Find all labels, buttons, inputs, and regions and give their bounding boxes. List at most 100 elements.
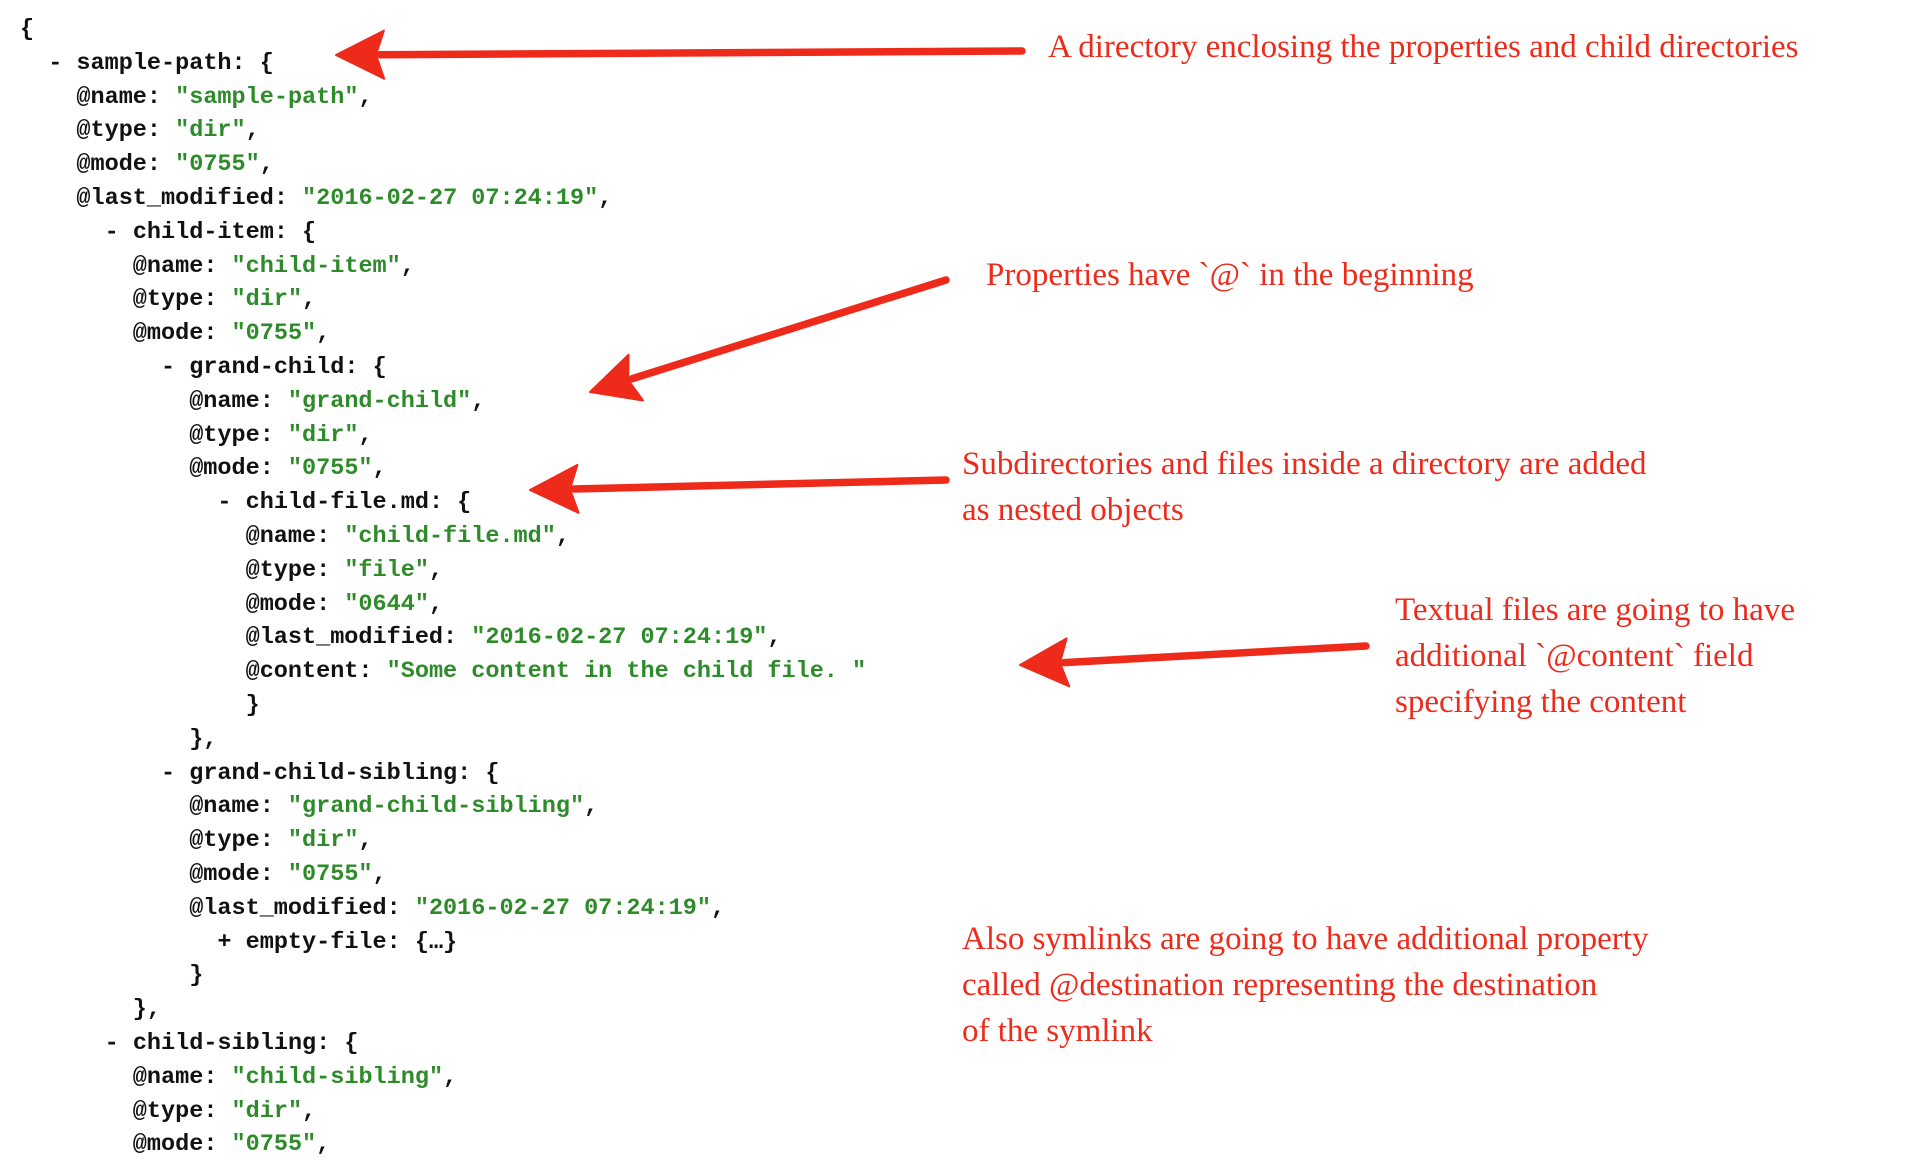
code-line: @last_modified: "2016-02-27 07:24:19", (246, 621, 782, 655)
arrow-to-sample-path (335, 29, 1026, 80)
code-key: empty-file (245, 928, 387, 956)
code-line: - child-item: { (105, 216, 317, 250)
annotation-line: as nested objects (962, 492, 1184, 528)
code-punct: : (146, 151, 176, 179)
code-punct: : { (428, 489, 472, 517)
annotation-line: called @destination representing the des… (962, 967, 1598, 1003)
code-tail: , (358, 827, 373, 855)
code-key: child-sibling (132, 1030, 317, 1057)
code-punct: : (259, 455, 288, 483)
code-line: { (20, 13, 34, 47)
code-line: - child-sibling: { (105, 1027, 359, 1061)
code-line: @name: "child-file.md", (246, 520, 570, 554)
code-line: - child-file.md: { (217, 486, 471, 520)
code-punct: : (203, 320, 232, 348)
code-line: @type: "dir", (189, 419, 372, 453)
code-key: { (20, 16, 35, 43)
code-tail: , (302, 286, 317, 314)
code-string-value: "grand-child" (287, 387, 472, 415)
code-key: @name (132, 1063, 204, 1091)
code-punct: : (259, 387, 288, 415)
code-line: @type: "dir", (133, 283, 316, 317)
code-tail: , (471, 387, 486, 415)
code-string-value: "2016-02-27 07:24:19" (414, 894, 711, 922)
code-key: @type (132, 286, 204, 314)
code-punct: : (146, 117, 176, 145)
code-key: @mode (132, 320, 204, 348)
code-punct: : { (344, 354, 387, 381)
code-line: @last_modified: "2016-02-27 07:24:19", (189, 892, 725, 926)
code-key: }, (132, 996, 162, 1024)
annotation-nested-objects: Subdirectories and files inside a direct… (962, 441, 1647, 533)
code-key: @mode (189, 861, 260, 888)
code-tail: , (428, 590, 444, 618)
code-punct: : (146, 83, 176, 111)
code-tail: , (245, 117, 260, 145)
code-string-value: "0755" (175, 151, 260, 179)
code-tail: , (316, 320, 331, 348)
code-punct: : (259, 861, 288, 888)
code-key: @name (76, 83, 147, 111)
code-punct: : {…} (386, 928, 458, 956)
code-punct: : { (273, 218, 317, 246)
code-string-value: "0755" (287, 861, 373, 888)
code-punct: : (203, 286, 232, 314)
code-key: @mode (245, 590, 317, 618)
code-string-value: "grand-child-sibling" (287, 793, 585, 821)
code-punct: : (259, 793, 288, 821)
code-prefix: + (217, 928, 246, 956)
code-key: @mode (76, 151, 147, 179)
code-line: @name: "child-item", (133, 250, 415, 284)
code-string-value: "child-sibling" (231, 1063, 444, 1091)
code-tail: , (400, 252, 415, 280)
code-punct: : (358, 658, 387, 686)
code-tail: , (555, 523, 570, 550)
code-key: @type (132, 1097, 204, 1125)
code-string-value: "child-file.md" (344, 523, 556, 550)
code-key: @last_modified (245, 624, 444, 652)
annotation-symlinks: Also symlinks are going to have addition… (962, 916, 1648, 1054)
code-line: - grand-child-sibling: { (161, 757, 499, 791)
code-tail: , (584, 793, 599, 821)
code-tail: , (372, 455, 387, 483)
code-string-value: "0755" (287, 455, 373, 483)
code-line: @name: "grand-child-sibling", (189, 790, 598, 824)
code-line: @type: "dir", (76, 114, 259, 148)
annotation-properties: Properties have `@` in the beginning (986, 252, 1474, 298)
code-string-value: "2016-02-27 07:24:19" (302, 185, 599, 212)
code-string-value: "file" (344, 556, 429, 584)
code-key: child-file.md (245, 489, 429, 517)
code-punct: : { (457, 759, 500, 787)
code-line: @mode: "0644", (246, 588, 443, 622)
code-string-value: "0644" (344, 590, 429, 618)
code-string-value: "dir" (231, 1097, 303, 1125)
code-line: @type: "file", (246, 554, 443, 588)
code-key: @last_modified (189, 894, 387, 922)
code-string-value: "sample-path" (175, 83, 359, 111)
code-key: child-item (132, 218, 274, 246)
code-key: @mode (189, 455, 260, 483)
annotation-line: Textual files are going to have (1395, 592, 1795, 628)
code-tail: , (358, 421, 373, 449)
code-key: @type (189, 827, 260, 855)
code-key: grand-child-sibling (189, 759, 458, 787)
code-key: @name (189, 793, 260, 821)
code-line: - grand-child: { (161, 351, 387, 385)
code-key: @content (245, 658, 359, 686)
code-punct: : (316, 590, 345, 618)
code-key: @type (245, 556, 317, 584)
code-string-value: "child-item" (231, 252, 401, 280)
code-tail: , (302, 1097, 317, 1125)
arrow-to-content-field (1019, 637, 1370, 688)
code-tail: , (443, 1063, 458, 1091)
code-tail: , (358, 83, 373, 111)
code-string-value: "0755" (231, 320, 317, 348)
code-line: @name: "child-sibling", (133, 1061, 457, 1095)
code-tail: , (767, 624, 782, 652)
code-tail: , (259, 151, 274, 179)
code-punct: : (316, 523, 345, 550)
code-line: @content: "Some content in the child fil… (246, 655, 867, 689)
code-tail: , (428, 556, 444, 584)
